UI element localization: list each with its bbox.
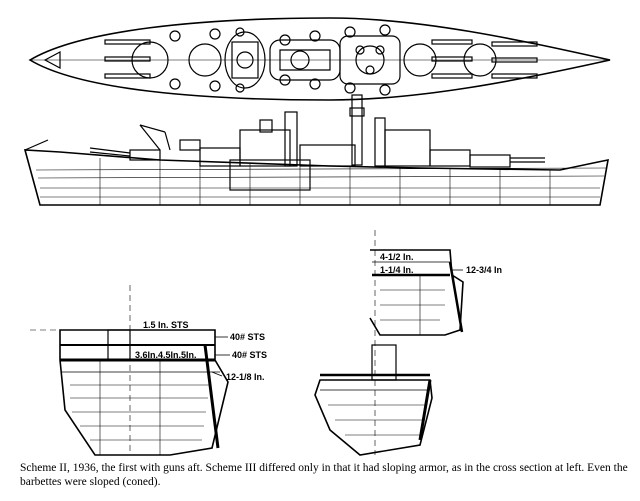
section-right — [314, 230, 464, 456]
section-left — [30, 285, 230, 456]
figure-caption: Scheme II, 1936, the first with guns aft… — [20, 462, 628, 488]
left-deck-label: 1.5 In. STS — [143, 320, 189, 330]
left-belt-label: 3.6In.4.5In.5In. — [135, 350, 197, 360]
left-lower-deck-label: 40# STS — [232, 350, 267, 360]
section-left-hull — [59, 329, 229, 456]
plan-hull-outline — [28, 17, 611, 101]
left-bottom-label: 12-1/8 In. — [226, 372, 265, 382]
profile-hull — [23, 149, 609, 206]
plan-view — [28, 17, 611, 101]
right-deck-label-2: 1-1/4 In. — [380, 265, 414, 275]
plan-aft-turrets — [403, 39, 538, 79]
plan-forward-turret — [104, 39, 222, 79]
section-right-upper-hull — [369, 249, 464, 336]
profile-view — [23, 94, 609, 206]
section-right-lower-hull — [314, 379, 433, 456]
left-upper-deck-label: 40# STS — [230, 332, 265, 342]
right-deck-label-1: 4-1/2 In. — [380, 252, 414, 262]
right-belt-label: 12-3/4 In — [466, 265, 502, 275]
plan-superstructure — [169, 24, 401, 96]
